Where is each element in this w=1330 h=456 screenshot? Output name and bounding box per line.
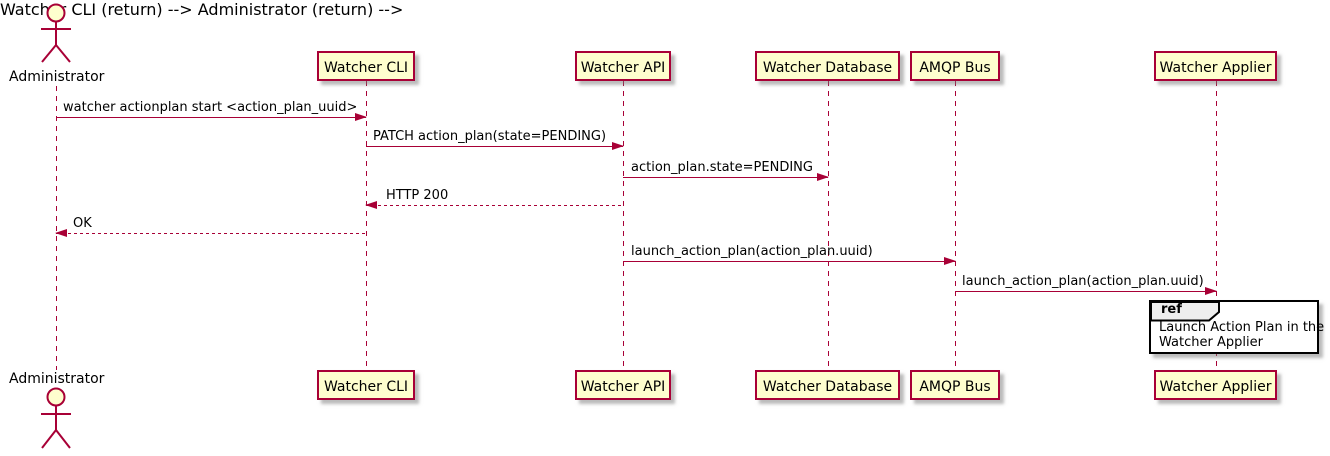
message-line bbox=[56, 117, 366, 118]
arrowhead-icon bbox=[817, 173, 829, 181]
message-label: OK bbox=[73, 216, 92, 231]
ref-keyword: ref bbox=[1161, 302, 1182, 317]
message-ok: OK bbox=[55, 216, 366, 237]
participant-watcher-applier-bottom: Watcher Applier bbox=[1154, 370, 1277, 400]
actor-label-bottom: Administrator bbox=[9, 371, 105, 387]
lifeline-administrator bbox=[56, 86, 57, 370]
lifeline-watcher-database bbox=[828, 81, 829, 370]
message-label: launch_action_plan(action_plan.uuid) bbox=[962, 274, 1204, 289]
participant-watcher-applier-top: Watcher Applier bbox=[1154, 51, 1277, 81]
participant-watcher-cli-bottom: Watcher CLI bbox=[317, 370, 415, 400]
arrowhead-icon bbox=[55, 229, 67, 237]
ref-tab-icon bbox=[1150, 301, 1220, 322]
message-line bbox=[623, 261, 955, 262]
message-launch-action-plan-amqp: launch_action_plan(action_plan.uuid) bbox=[955, 274, 1217, 295]
participant-watcher-api-top: Watcher API bbox=[575, 51, 671, 81]
lifeline-amqp-bus bbox=[955, 81, 956, 370]
message-line bbox=[366, 205, 623, 206]
message-action-plan-state: action_plan.state=PENDING bbox=[623, 160, 829, 181]
arrowhead-icon bbox=[355, 113, 367, 121]
ref-fragment: ref Launch Action Plan in the Watcher Ap… bbox=[1149, 300, 1324, 354]
participant-watcher-cli-top: Watcher CLI bbox=[317, 51, 415, 81]
message-label: PATCH action_plan(state=PENDING) bbox=[373, 129, 607, 144]
participant-amqp-bus-top: AMQP Bus bbox=[910, 51, 1000, 81]
message-label: HTTP 200 bbox=[386, 188, 449, 203]
actor-administrator-bottom bbox=[34, 386, 78, 454]
message-line bbox=[366, 146, 623, 147]
message-label: launch_action_plan(action_plan.uuid) bbox=[631, 244, 873, 259]
lifeline-watcher-cli bbox=[366, 81, 367, 370]
message-line bbox=[955, 291, 1216, 292]
participant-amqp-bus-bottom: AMQP Bus bbox=[910, 370, 1000, 400]
participant-watcher-database-top: Watcher Database bbox=[755, 51, 900, 81]
actor-label-top: Administrator bbox=[9, 69, 105, 85]
ref-text-line: Launch Action Plan in the bbox=[1159, 320, 1325, 335]
arrowhead-icon bbox=[944, 257, 956, 265]
lifeline-watcher-api bbox=[623, 81, 624, 370]
message-label: action_plan.state=PENDING bbox=[631, 160, 813, 175]
ref-text: Launch Action Plan in the Watcher Applie… bbox=[1159, 320, 1324, 350]
message-actionplan-start: watcher actionplan start <action_plan_uu… bbox=[56, 100, 367, 121]
lifeline-watcher-applier bbox=[1216, 81, 1217, 370]
actor-administrator-top bbox=[34, 2, 78, 66]
ref-text-line: Watcher Applier bbox=[1159, 335, 1263, 350]
arrowhead-icon bbox=[612, 142, 624, 150]
actor-icon bbox=[41, 3, 71, 63]
message-line bbox=[623, 177, 828, 178]
message-patch-action-plan: PATCH action_plan(state=PENDING) bbox=[366, 129, 624, 150]
participant-watcher-database-bottom: Watcher Database bbox=[755, 370, 900, 400]
arrowhead-icon bbox=[365, 201, 377, 209]
message-http-200: HTTP 200 bbox=[365, 188, 623, 209]
message-launch-action-plan-api: launch_action_plan(action_plan.uuid) bbox=[623, 244, 956, 265]
arrowhead-icon bbox=[1205, 287, 1217, 295]
participant-watcher-api-bottom: Watcher API bbox=[575, 370, 671, 400]
message-line bbox=[56, 233, 366, 234]
actor-icon bbox=[41, 387, 71, 449]
message-label: watcher actionplan start <action_plan_uu… bbox=[63, 100, 358, 115]
